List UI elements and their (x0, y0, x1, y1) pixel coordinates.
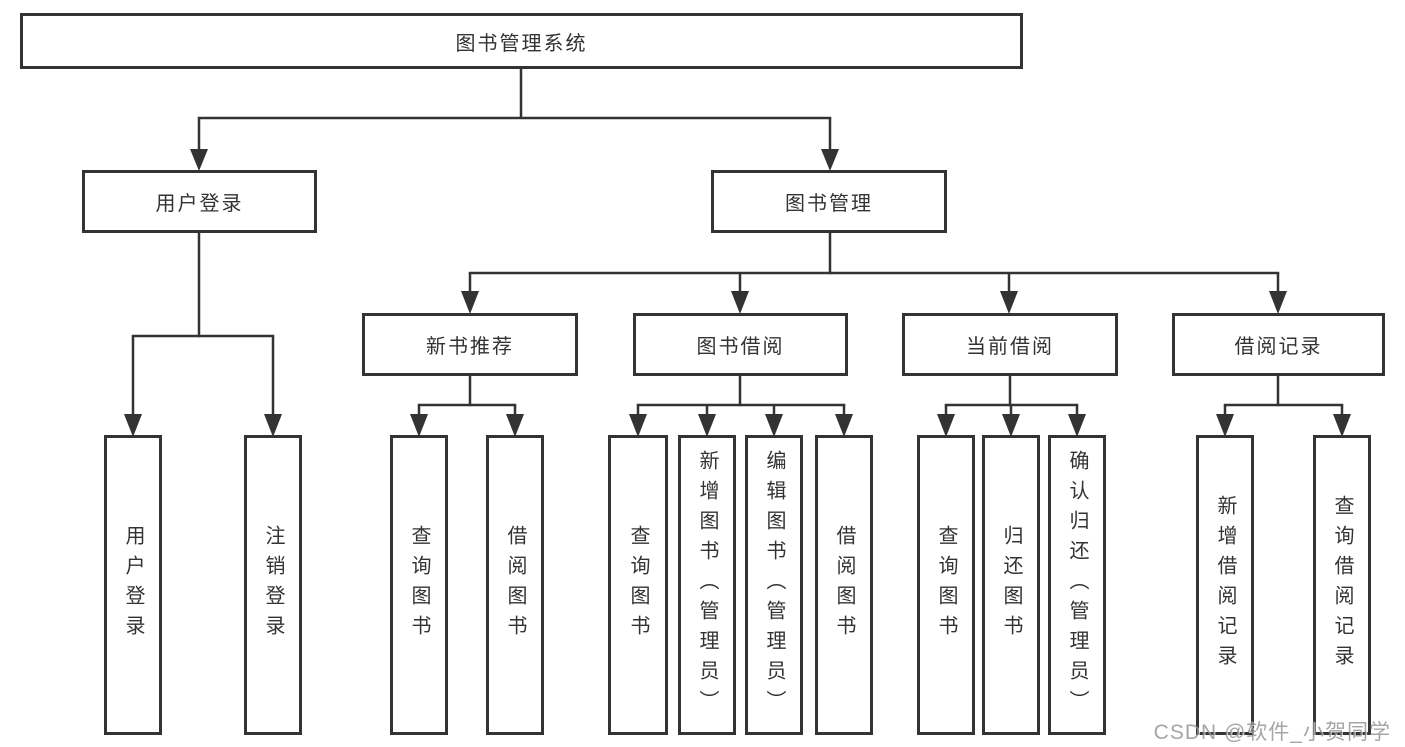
leaf-edit-book-admin: 编辑图书（管理员） (745, 435, 803, 735)
leaf-borrow-books-2: 借阅图书 (815, 435, 873, 735)
node-book-borrow: 图书借阅 (633, 313, 848, 376)
arrowheads (124, 149, 1351, 437)
node-book-management: 图书管理 (711, 170, 947, 233)
leaf-borrow-books-1: 借阅图书 (486, 435, 544, 735)
leaf-query-borrow-record: 查询借阅记录 (1313, 435, 1371, 735)
leaf-confirm-return-admin: 确认归还（管理员） (1048, 435, 1106, 735)
leaf-user-login: 用户登录 (104, 435, 162, 735)
node-new-book-recommend: 新书推荐 (362, 313, 578, 376)
node-current-borrow: 当前借阅 (902, 313, 1118, 376)
csdn-watermark: CSDN @软件_小贺同学 (1153, 721, 1391, 744)
node-root-system: 图书管理系统 (20, 13, 1023, 69)
leaf-query-books-2: 查询图书 (608, 435, 668, 735)
leaf-logout: 注销登录 (244, 435, 302, 735)
node-user-login: 用户登录 (82, 170, 317, 233)
leaf-add-book-admin: 新增图书（管理员） (678, 435, 736, 735)
leaf-return-book: 归还图书 (982, 435, 1040, 735)
leaf-add-borrow-record: 新增借阅记录 (1196, 435, 1254, 735)
leaf-query-books-3: 查询图书 (917, 435, 975, 735)
node-borrow-records: 借阅记录 (1172, 313, 1385, 376)
leaf-query-books-1: 查询图书 (390, 435, 448, 735)
